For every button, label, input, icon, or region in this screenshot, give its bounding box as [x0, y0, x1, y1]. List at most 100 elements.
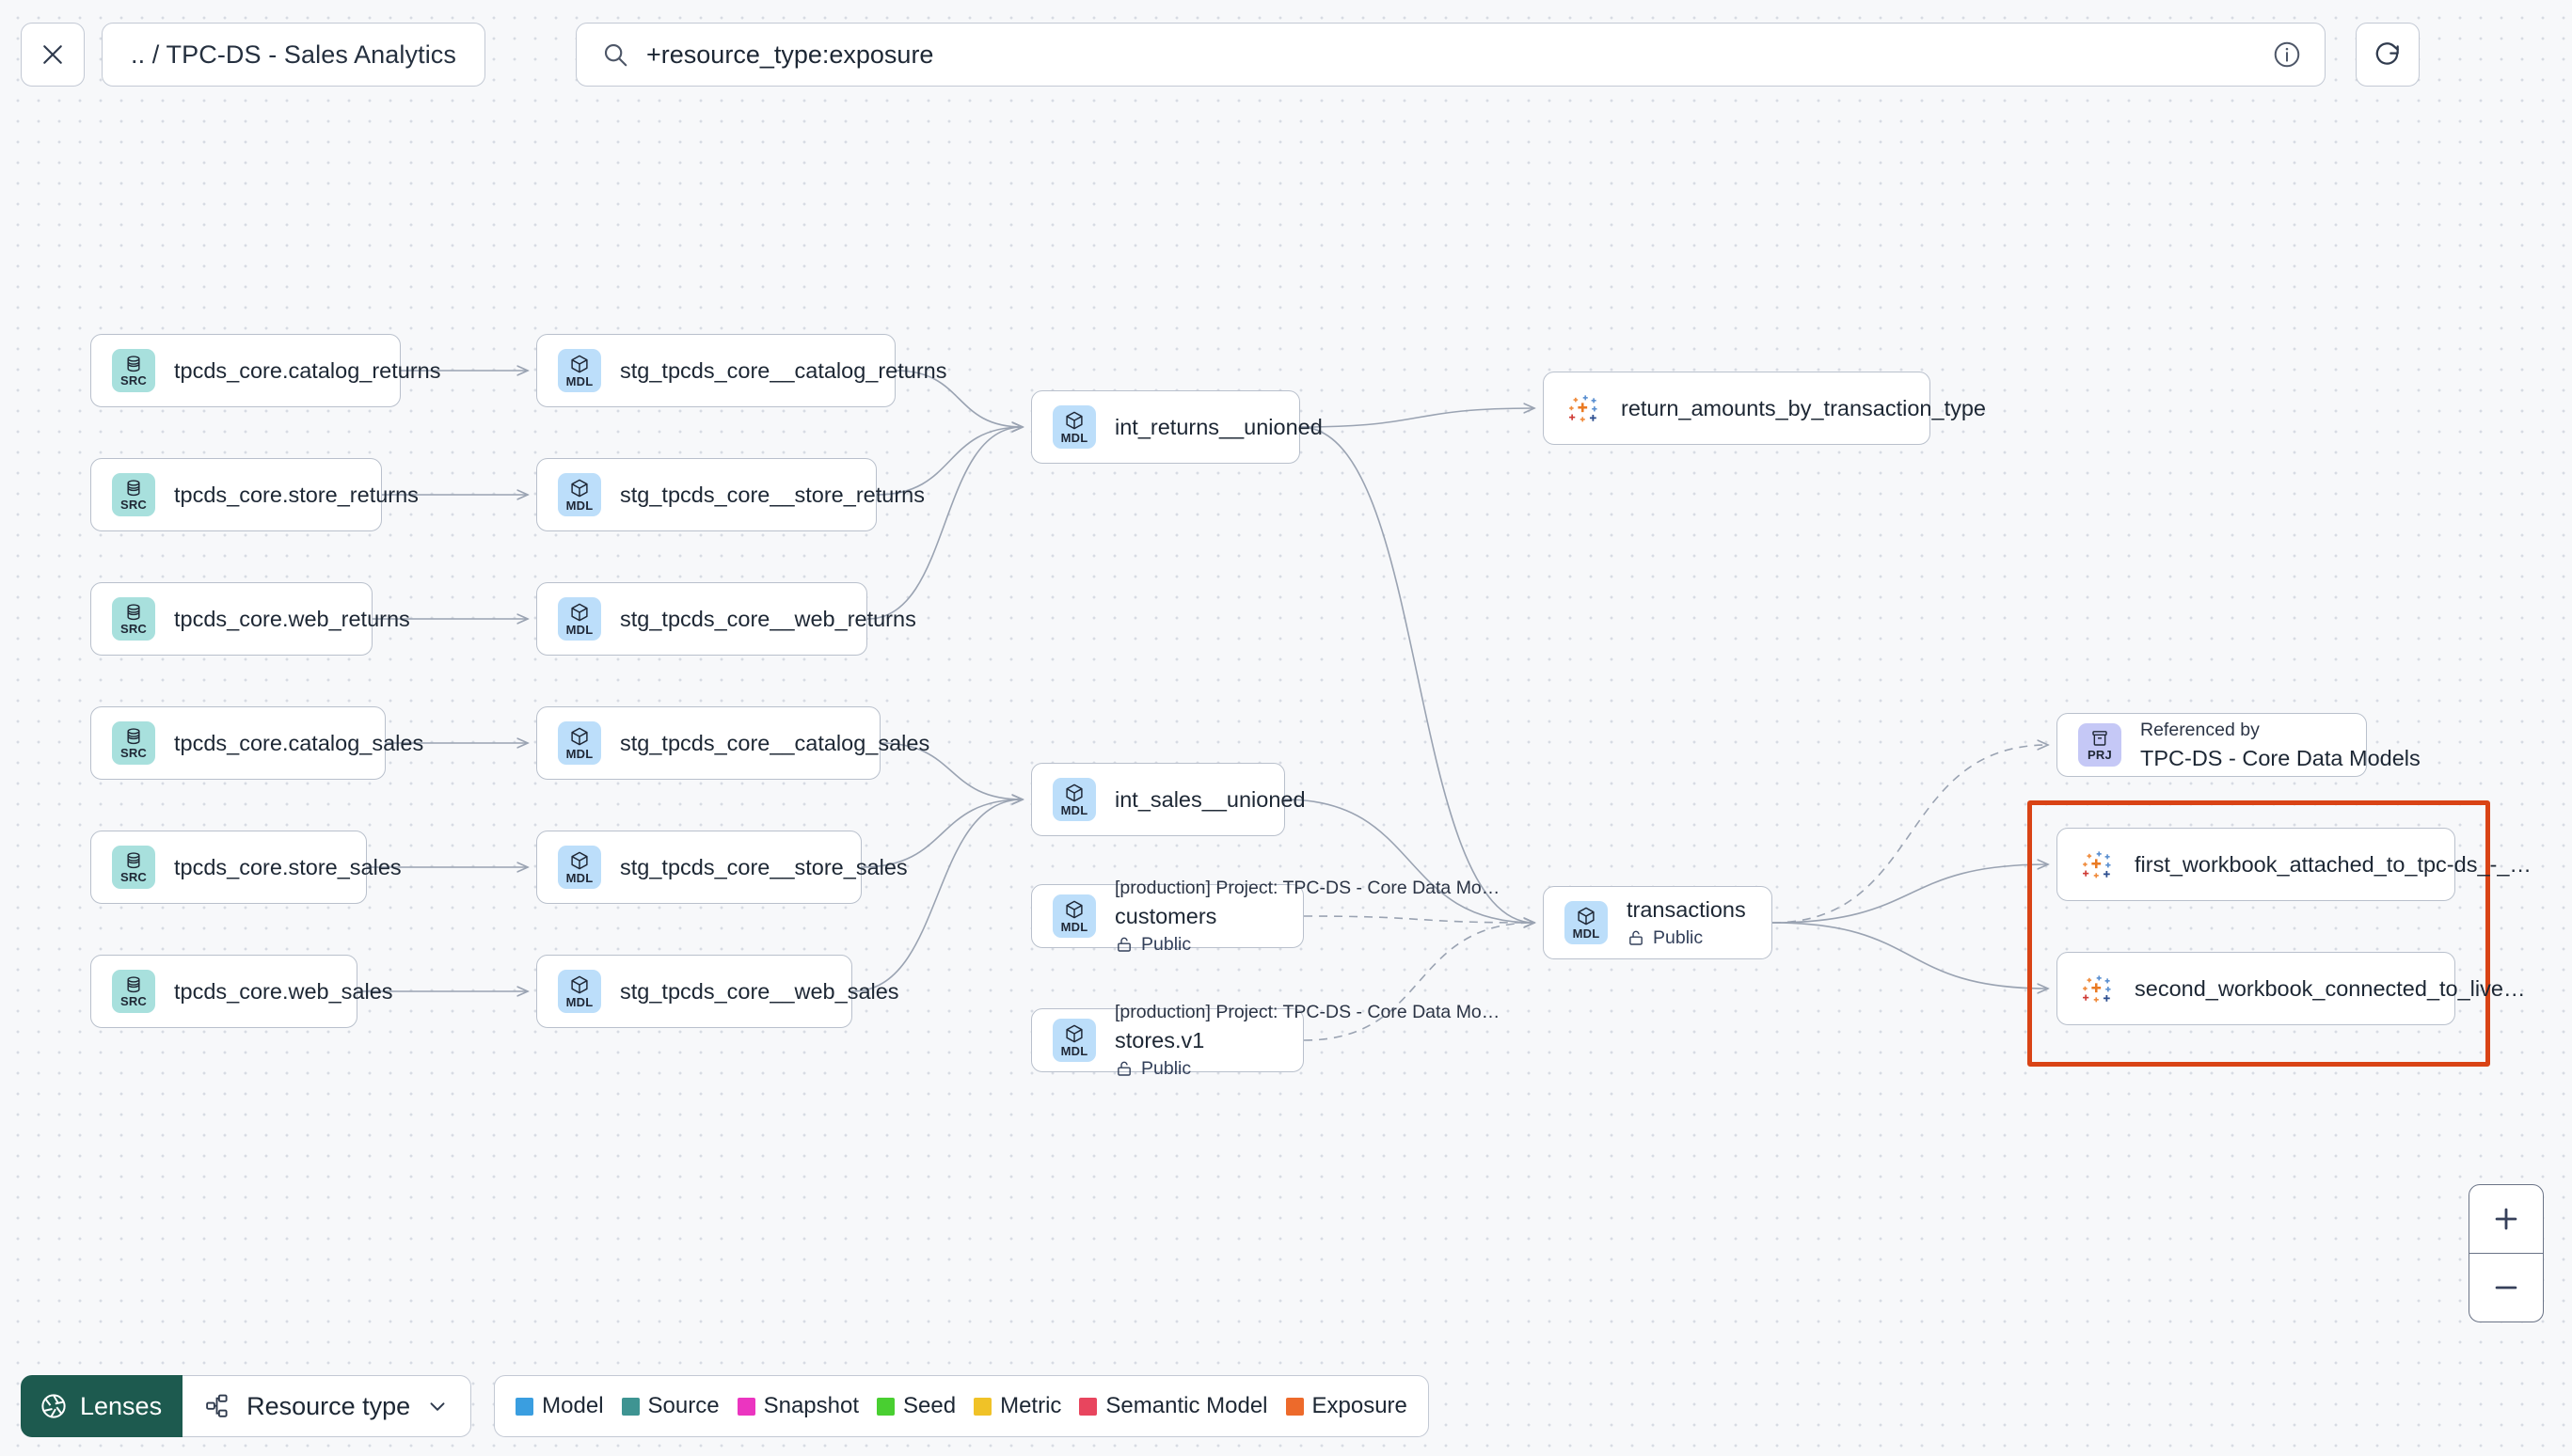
database-icon — [127, 356, 140, 372]
database-icon — [127, 976, 140, 993]
refresh-icon — [2375, 42, 2399, 65]
info-circle-icon[interactable] — [2272, 40, 2302, 70]
node-label: stg_tpcds_core__web_returns — [620, 606, 916, 631]
node-label: second_workbook_connected_to_live… — [2135, 975, 2526, 1001]
resource-type-label: Resource type — [246, 1391, 411, 1420]
archive-icon — [2092, 731, 2107, 746]
node-body: [production] Project: TPC-DS - Core Data… — [1115, 877, 1500, 956]
graph-node-referenced_by_prj[interactable]: PRJ Referenced by TPC-DS - Core Data Model… — [2056, 713, 2421, 777]
cube-icon — [571, 727, 588, 746]
node-label: first_workbook_attached_to_tpc-ds_-_… — [2135, 851, 2532, 877]
aperture-icon — [41, 1394, 66, 1418]
graph-node-src_web_sales[interactable]: SRC tpcds_core.web_sales — [90, 955, 393, 1028]
graph-node-customers[interactable]: MDL[production] Project: TPC-DS - Core D… — [1031, 878, 1500, 955]
database-icon — [127, 480, 140, 497]
graph-node-src_store_returns[interactable]: SRC tpcds_core.store_returns — [90, 458, 419, 531]
tableau-icon — [2083, 975, 2111, 1003]
source-badge: SRC — [112, 970, 155, 1013]
node-label: return_amounts_by_transaction_type — [1621, 395, 1986, 420]
project-badge: PRJ — [2078, 723, 2121, 767]
graph-node-first_workbook[interactable]: first_workbook_attached_to_tpc-ds_-_… — [2056, 828, 2532, 901]
search-bar[interactable]: +resource_type:exposure — [576, 23, 2326, 87]
cube-icon — [571, 355, 588, 373]
legend-item-seed[interactable]: Seed — [877, 1393, 956, 1419]
edge-transactions-to-first_workbook — [1771, 864, 2048, 924]
breadcrumb[interactable]: .. / TPC-DS - Sales Analytics — [102, 23, 486, 87]
refresh-button[interactable] — [2356, 23, 2421, 87]
cube-icon — [1066, 1024, 1083, 1043]
edge-customers-to-transactions — [1303, 915, 1534, 923]
model-badge: MDL — [558, 970, 601, 1013]
close-button[interactable] — [21, 23, 85, 87]
legend-item-metric[interactable]: Metric — [974, 1393, 1061, 1419]
legend-label: Semantic Model — [1105, 1393, 1268, 1418]
model-badge: MDL — [1053, 778, 1096, 821]
edge-transactions-to-referenced_by_prj — [1771, 745, 2048, 924]
legend-item-snapshot[interactable]: Snapshot — [737, 1393, 859, 1419]
cube-icon — [571, 603, 588, 622]
node-label: tpcds_core.web_returns — [174, 606, 410, 631]
node-label: tpcds_core.web_sales — [174, 978, 393, 1004]
node-title: customers — [1115, 903, 1217, 928]
visibility-label: Public — [1141, 933, 1192, 955]
node-label: int_returns__unioned — [1115, 414, 1323, 439]
cube-icon — [1578, 907, 1595, 926]
cube-icon — [1066, 900, 1083, 919]
legend-item-model[interactable]: Model — [516, 1393, 604, 1419]
node-subtitle: Referenced by — [2140, 719, 2260, 740]
tableau-icon-wrap — [1564, 389, 1602, 427]
zoom-in-button[interactable] — [2469, 1185, 2543, 1253]
legend-swatch — [1079, 1397, 1098, 1416]
legend-item-semantic-model[interactable]: Semantic Model — [1079, 1393, 1268, 1419]
edge-int_returns_unioned-to-transactions — [1299, 426, 1534, 923]
zoom-out-button[interactable] — [2469, 1254, 2543, 1321]
node-label: stg_tpcds_core__store_sales — [620, 854, 908, 879]
graph-node-src_catalog_returns[interactable]: SRC tpcds_core.catalog_returns — [90, 334, 440, 407]
search-input[interactable]: +resource_type:exposure — [646, 40, 934, 69]
edge-int_sales_unioned-to-transactions — [1284, 799, 1534, 923]
graph-node-stores_v1[interactable]: MDL[production] Project: TPC-DS - Core D… — [1031, 1002, 1500, 1079]
resource-type-dropdown[interactable]: Resource type — [183, 1375, 472, 1437]
cube-icon — [571, 975, 588, 994]
graph-node-second_workbook[interactable]: second_workbook_connected_to_live… — [2056, 952, 2525, 1025]
resource-type-legend: Model Source Snapshot Seed Metric Semant… — [494, 1375, 1429, 1437]
edge-int_returns_unioned-to-return_amounts — [1299, 408, 1534, 428]
node-body: transactions Public — [1627, 897, 1746, 949]
zoom-controls — [2469, 1184, 2544, 1322]
search-icon — [604, 43, 627, 67]
unlock-icon — [1629, 930, 1643, 945]
unlock-icon — [1118, 937, 1131, 952]
graph-node-return_amounts[interactable]: return_amounts_by_transaction_type — [1543, 372, 1986, 445]
unlock-icon — [1118, 1061, 1131, 1076]
source-badge: SRC — [112, 349, 155, 392]
source-badge: SRC — [112, 473, 155, 516]
model-badge: MDL — [558, 473, 601, 516]
node-title: TPC-DS - Core Data Models — [2140, 745, 2421, 770]
node-subtitle: [production] Project: TPC-DS - Core Data… — [1115, 877, 1500, 898]
node-body: Referenced by TPC-DS - Core Data Models — [2140, 719, 2421, 771]
lens-control-group: Lenses Resource type — [21, 1375, 472, 1437]
legend-item-source[interactable]: Source — [621, 1393, 720, 1419]
legend-label: Metric — [1000, 1393, 1062, 1418]
model-badge: MDL — [1053, 1019, 1096, 1062]
node-label: tpcds_core.store_returns — [174, 482, 419, 507]
lenses-button[interactable]: Lenses — [21, 1375, 183, 1437]
node-label: tpcds_core.catalog_sales — [174, 730, 424, 755]
top-toolbar: .. / TPC-DS - Sales Analytics +resource_… — [0, 0, 2572, 109]
legend-item-exposure[interactable]: Exposure — [1285, 1393, 1407, 1419]
node-label: tpcds_core.catalog_returns — [174, 357, 441, 383]
